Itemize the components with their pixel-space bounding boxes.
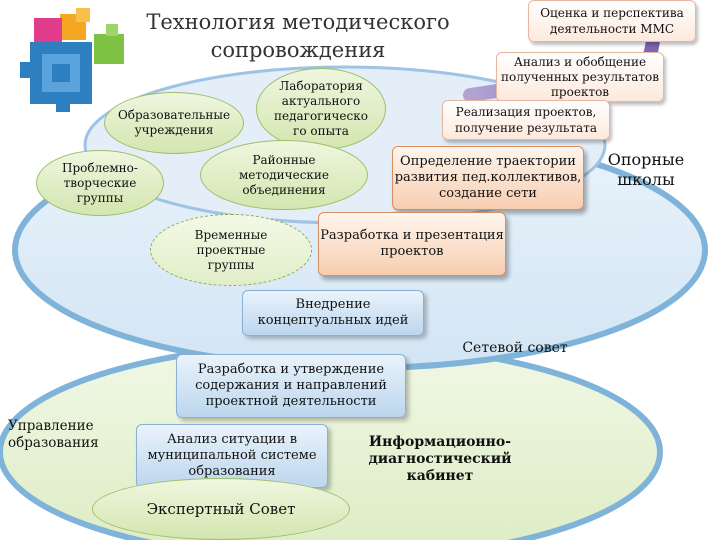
node-rayonnye: Районные методические объединения: [200, 140, 368, 210]
page-title: Технология методического сопровождения: [146, 10, 450, 62]
node-vremennye: Временные проектные группы: [150, 214, 312, 286]
node-informacionno: Информационно-диагностический кабинет: [368, 434, 512, 484]
node-razrabotka-utverzhdenie: Разработка и утверждение содержания и на…: [176, 354, 406, 418]
node-ekspertnyy-sovet: Экспертный Совет: [92, 478, 350, 540]
node-problemno: Проблемно-творческие группы: [36, 150, 164, 216]
node-setevoy-sovet: Сетевой совет: [462, 340, 568, 356]
node-opornye-shkoly: Опорные школы: [607, 150, 685, 189]
node-analiz-situacii: Анализ ситуации в муниципальной системе …: [136, 424, 328, 488]
node-vnedrenie: Внедрение концептуальных идей: [242, 290, 424, 336]
node-realizaciya: Реализация проектов, получение результат…: [442, 100, 610, 140]
node-upravlenie: Управление образования: [8, 418, 99, 451]
node-razrabotka-prezentaciya: Разработка и презентация проектов: [318, 212, 506, 276]
node-laboratoriya: Лаборатория актуального педагогическо го…: [256, 68, 386, 150]
puzzle-cubes-logo-icon: [20, 8, 124, 112]
node-opredelenie: Определение траектории развития пед.колл…: [392, 146, 584, 210]
node-ocenka: Оценка и перспектива деятельности ММС: [528, 0, 696, 42]
node-analiz-obobshenie: Анализ и обобщение полученных результато…: [496, 52, 664, 102]
node-obrazovatelnye: Образовательные учреждения: [104, 92, 244, 154]
